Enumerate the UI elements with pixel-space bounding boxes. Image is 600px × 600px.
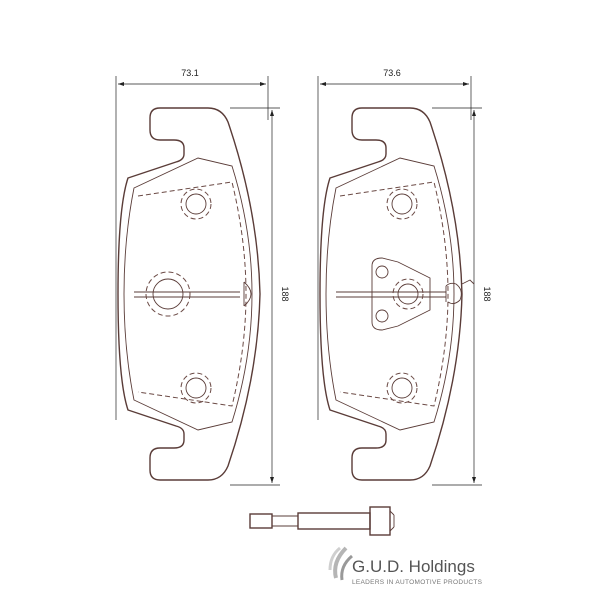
gud-holdings-logo: G.U.D. Holdings LEADERS IN AUTOMOTIVE PR… xyxy=(328,546,483,586)
right-bottom-hole xyxy=(391,377,413,399)
left-friction-dashed-outline xyxy=(137,181,247,407)
left-height-label: 188 xyxy=(280,286,290,301)
right-sensor-plate xyxy=(371,257,431,331)
left-top-hole xyxy=(185,193,207,215)
left-backing-plate xyxy=(117,107,261,481)
left-clip xyxy=(243,281,252,307)
left-width-dimension: 73.1 xyxy=(115,68,269,420)
left-height-dimension: 188 xyxy=(230,107,290,486)
right-backing-plate xyxy=(319,107,463,481)
right-brake-pad: 73.6 188 xyxy=(317,68,492,486)
right-height-label: 188 xyxy=(482,286,492,301)
logo-wordmark: G.U.D. Holdings xyxy=(352,557,475,576)
left-friction-material xyxy=(123,157,253,431)
right-clip xyxy=(445,282,462,305)
guide-pin xyxy=(249,506,395,536)
right-width-dimension: 73.6 xyxy=(317,68,472,420)
right-top-hole xyxy=(391,193,413,215)
logo-tagline: LEADERS IN AUTOMOTIVE PRODUCTS xyxy=(352,579,483,586)
right-width-label: 73.6 xyxy=(383,68,401,78)
right-center-hole xyxy=(397,283,419,305)
left-brake-pad: 73.1 188 xyxy=(115,68,290,486)
left-center-hole xyxy=(152,278,184,310)
left-bottom-hole xyxy=(185,377,207,399)
logo-emblem-icon xyxy=(328,546,353,581)
left-width-label: 73.1 xyxy=(181,68,199,78)
right-friction-dashed-outline xyxy=(339,181,449,407)
right-height-dimension: 188 xyxy=(432,107,492,486)
right-friction-material xyxy=(325,157,455,431)
